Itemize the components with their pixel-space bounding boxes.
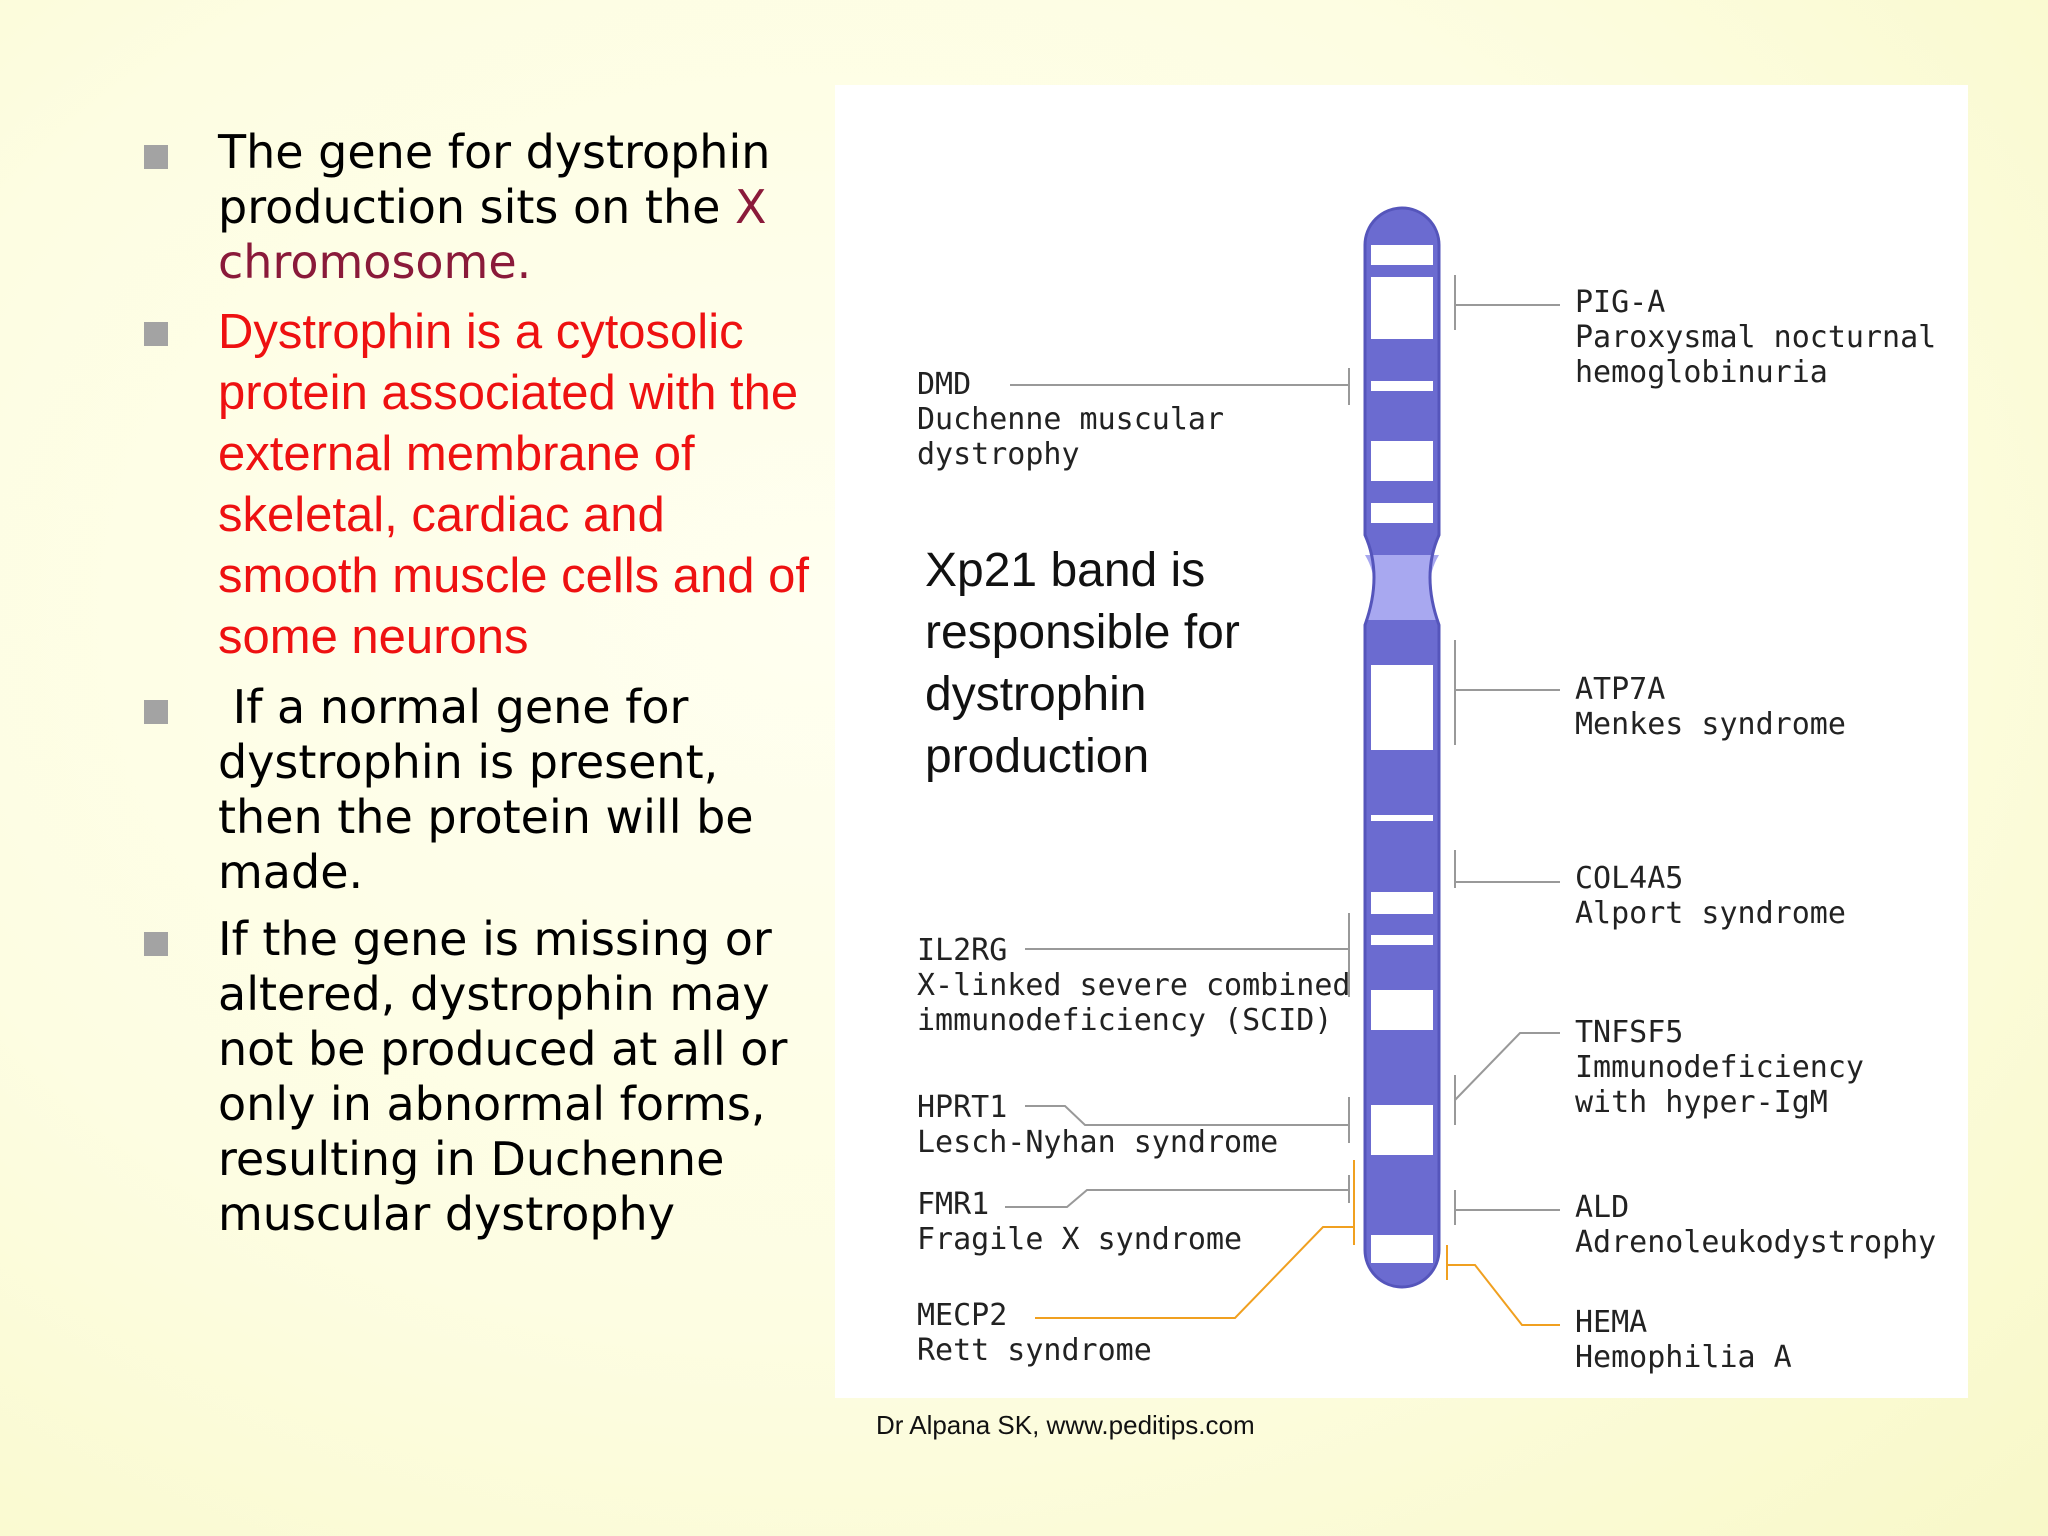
gene-disease: Alport syndrome [1575, 896, 1846, 931]
chromosome-bands [1371, 245, 1433, 1263]
x-chromosome-highlight: X chromosome. [218, 180, 767, 289]
bullet-marker [144, 700, 168, 724]
chromosome-svg [1005, 206, 1560, 1326]
gene-symbol: COL4A5 [1575, 861, 1684, 896]
gene-symbol: TNFSF5 [1575, 1015, 1684, 1050]
gene-disease: Menkes syndrome [1575, 707, 1846, 742]
gene-disease: X-linked severe combined immunodeficienc… [917, 968, 1351, 1038]
bullet-gene-location: The gene for dystrophin production sits … [140, 125, 820, 290]
gene-label-mecp2: MECP2 Rett syndrome [917, 1298, 1152, 1368]
right-gene-connectors [1454, 275, 1560, 1225]
bullet-text: If a normal gene for dystrophin is prese… [218, 680, 769, 899]
left-gene-connectors [1005, 368, 1350, 1208]
gene-symbol: ALD [1575, 1190, 1630, 1225]
gene-symbol: PIG-A [1575, 285, 1666, 320]
gene-disease: Duchenne muscular dystrophy [917, 402, 1225, 472]
bullet-marker [144, 932, 168, 956]
x-chromosome-diagram: DMD Duchenne muscular dystrophy IL2RG X-… [835, 85, 1968, 1398]
gene-label-pig-a: PIG-A Paroxysmal nocturnal hemoglobinuri… [1575, 285, 1955, 390]
gene-disease: Adrenoleukodystrophy [1575, 1225, 1937, 1260]
bullet-marker [144, 145, 168, 169]
credit-text: Dr Alpana SK, www.peditips.com [876, 1410, 1255, 1440]
gene-disease: Immunodeficiency with hyper-IgM [1575, 1050, 1864, 1120]
gene-label-col4a5: COL4A5 Alport syndrome [1575, 861, 1846, 931]
gene-symbol: HPRT1 [917, 1090, 1008, 1125]
xp21-callout: Xp21 band is responsible for dystrophin … [925, 544, 1240, 783]
bullet-text: Dystrophin is a cytosolic protein associ… [218, 305, 809, 664]
gene-disease: Fragile X syndrome [917, 1222, 1243, 1257]
gene-label-il2rg: IL2RG X-linked severe combined immunodef… [917, 933, 1357, 1038]
bullet-list: The gene for dystrophin production sits … [140, 125, 820, 1254]
gene-symbol: DMD [917, 367, 972, 402]
gene-label-atp7a: ATP7A Menkes syndrome [1575, 672, 1846, 742]
gene-label-tnfsf5: TNFSF5 Immunodeficiency with hyper-IgM [1575, 1015, 1885, 1120]
gene-symbol: ATP7A [1575, 672, 1666, 707]
gene-disease: Rett syndrome [917, 1333, 1152, 1368]
gene-symbol: FMR1 [917, 1187, 990, 1222]
gene-label-hprt1: HPRT1 Lesch-Nyhan syndrome [917, 1090, 1278, 1160]
bullet-dystrophin-definition: Dystrophin is a cytosolic protein associ… [140, 302, 820, 668]
gene-label-hema: HEMA Hemophilia A [1575, 1305, 1792, 1375]
gene-symbol: IL2RG [917, 933, 1008, 968]
bullet-marker [144, 322, 168, 346]
gene-label-fmr1: FMR1 Fragile X syndrome [917, 1187, 1242, 1257]
gene-disease: Hemophilia A [1575, 1340, 1792, 1375]
gene-symbol: MECP2 [917, 1298, 1008, 1333]
bullet-text: If the gene is missing or altered, dystr… [218, 912, 788, 1241]
orange-connectors [1035, 1160, 1560, 1326]
gene-label-ald: ALD Adrenoleukodystrophy [1575, 1190, 1936, 1260]
bullet-missing-gene: If the gene is missing or altered, dystr… [140, 912, 820, 1242]
gene-label-dmd: DMD Duchenne muscular dystrophy [917, 367, 1247, 472]
centromere [1365, 555, 1439, 620]
gene-disease: Lesch-Nyhan syndrome [917, 1125, 1279, 1160]
bullet-text: The gene for dystrophin production sits … [218, 125, 771, 234]
gene-symbol: HEMA [1575, 1305, 1648, 1340]
gene-disease: Paroxysmal nocturnal hemoglobinuria [1575, 320, 1937, 390]
bullet-normal-gene: If a normal gene for dystrophin is prese… [140, 680, 820, 900]
